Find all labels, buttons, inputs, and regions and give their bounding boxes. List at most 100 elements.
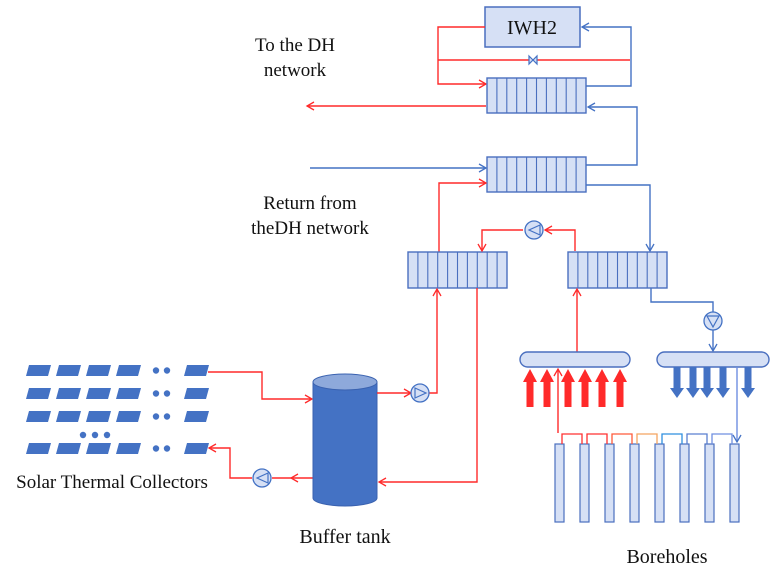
solar-panel: [116, 365, 141, 376]
solar-panel: [86, 365, 111, 376]
solar-panel: [116, 411, 141, 422]
hot-arrow-shaft: [543, 380, 551, 407]
hot-arrow-head: [523, 369, 537, 382]
hot-arrow-shaft: [598, 380, 606, 407]
ellipsis-dot: [152, 413, 160, 420]
hx-mid-to-right-cold: [586, 184, 655, 253]
cold-arrow-head: [670, 388, 684, 398]
ellipsis-dot: [91, 431, 99, 439]
pump-tank-out-icon: [410, 383, 430, 403]
return-dh-network-label-line2: theDH network: [251, 218, 369, 239]
iwh2-unit: IWH2: [484, 6, 581, 48]
to-dh-network-label-line2: network: [264, 60, 327, 81]
borehole: [729, 443, 740, 523]
cold-arrow-shaft: [719, 367, 727, 389]
cold-arrow-shaft: [673, 367, 681, 389]
hot-arrow-shaft: [564, 380, 572, 407]
solar-panel: [184, 388, 209, 399]
iwh2-cold-loop: [580, 22, 632, 87]
heat-exchanger-top: [486, 77, 587, 114]
cold-heat-arrows: [670, 367, 755, 398]
hot-arrow-shaft: [616, 380, 624, 407]
borehole-connection: [611, 433, 633, 444]
solar-panel: [86, 443, 111, 454]
borehole: [554, 443, 565, 523]
hot-arrow-head: [561, 369, 575, 382]
solar-collector-array: [26, 365, 209, 454]
buffer-tank-label: Buffer tank: [299, 526, 390, 548]
ellipsis-dot: [163, 413, 171, 420]
solar-panel: [26, 388, 51, 399]
solar-panel: [116, 443, 141, 454]
tank-to-hx-left-hot: [377, 287, 442, 398]
pump-solar-return-icon: [252, 468, 272, 488]
hx-left-to-mid-hot: [438, 178, 488, 252]
heat-exchanger-left: [407, 251, 508, 289]
pump-borehole-cold-icon: [703, 311, 723, 331]
solar-panel: [116, 388, 141, 399]
to-dh-network-label-line1: To the DH: [255, 35, 335, 56]
solar-panel: [56, 365, 81, 376]
solar-panel: [26, 411, 51, 422]
ellipsis-dot: [163, 390, 171, 397]
hot-manifold: [519, 351, 631, 368]
hot-arrow-head: [540, 369, 554, 382]
solar-panel: [26, 365, 51, 376]
borehole: [654, 443, 665, 523]
solar-panel: [86, 411, 111, 422]
pump-hx-loop-icon: [524, 220, 544, 240]
iwh2-label: IWH2: [507, 17, 557, 39]
borehole-connection: [686, 433, 708, 444]
solar-panel: [56, 443, 81, 454]
heat-exchanger-right: [567, 251, 668, 289]
buffer-tank: [312, 373, 378, 507]
borehole: [679, 443, 690, 523]
solar-panel: [56, 411, 81, 422]
borehole-connection: [661, 433, 683, 444]
solar-panel: [184, 443, 209, 454]
cold-arrow-head: [741, 388, 755, 398]
borehole: [604, 443, 615, 523]
hx-right-to-left-hot: [477, 225, 576, 253]
ellipsis-dot: [79, 431, 87, 439]
borehole-field: [554, 433, 740, 523]
borehole: [579, 443, 590, 523]
heat-exchanger-middle: [486, 156, 587, 193]
borehole-connection: [636, 433, 658, 444]
hot-arrow-head: [578, 369, 592, 382]
cold-arrow-shaft: [689, 367, 697, 389]
hot-arrow-shaft: [526, 380, 534, 407]
hot-heat-arrows: [523, 369, 627, 407]
borehole: [704, 443, 715, 523]
cold-arrow-shaft: [703, 367, 711, 389]
borehole: [629, 443, 640, 523]
hx-left-to-tank-return: [377, 288, 478, 487]
solar-label: Solar Thermal Collectors: [16, 472, 208, 493]
ellipsis-dot: [163, 367, 171, 374]
borehole-connection: [586, 433, 608, 444]
cold-arrow-head: [700, 388, 714, 398]
boreholes-label: Boreholes: [626, 546, 707, 568]
cold-arrow-head: [716, 388, 730, 398]
ellipsis-dot: [152, 390, 160, 397]
hot-arrow-shaft: [581, 380, 589, 407]
solar-panel: [26, 443, 51, 454]
return-dh-network-label-line1: Return from: [263, 193, 357, 214]
solar-to-tank-hot: [208, 371, 314, 404]
hx-right-to-manifold-cold: [650, 288, 718, 353]
borehole-connection: [711, 433, 733, 444]
cold-arrow-shaft: [744, 367, 752, 389]
ellipsis-dot: [152, 367, 160, 374]
solar-panel: [56, 388, 81, 399]
bypass-valve-icon: [528, 54, 538, 66]
ellipsis-dot: [163, 445, 171, 452]
ellipsis-dot: [103, 431, 111, 439]
solar-panel: [184, 411, 209, 422]
hot-arrow-head: [613, 369, 627, 382]
solar-panel: [86, 388, 111, 399]
tank-to-solar-return: [207, 443, 313, 483]
hx-mid-to-top-cold: [586, 102, 638, 166]
solar-panel: [184, 365, 209, 376]
hot-arrow-head: [595, 369, 609, 382]
